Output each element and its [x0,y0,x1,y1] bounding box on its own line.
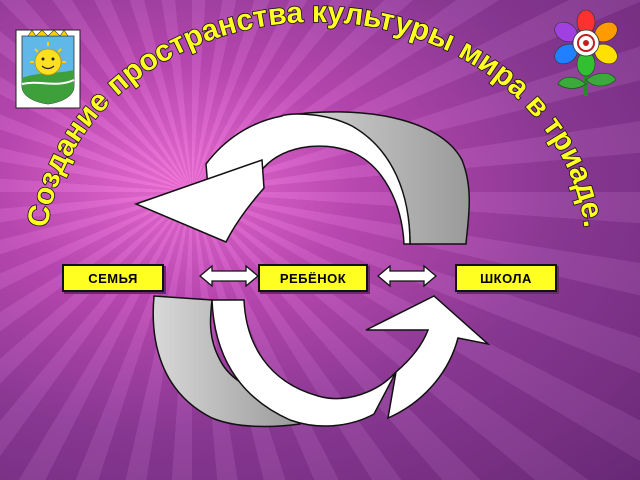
top-arrow-head [133,158,265,243]
school-box: ШКОЛА [455,264,557,292]
top-arrow-front-band [205,113,411,245]
arrow-family-child [198,264,260,288]
family-box: СЕМЬЯ [62,264,164,292]
bottom-arrow-front-band [211,299,397,427]
bottom-arrow-head [365,295,491,420]
child-box: РЕБЁНОК [258,264,368,292]
flower-logo-icon [554,9,618,96]
sun-emblem-icon [15,29,81,109]
top-cycle-arrow [133,111,470,245]
arrow-child-school [376,264,438,288]
bottom-cycle-arrow [152,295,491,428]
